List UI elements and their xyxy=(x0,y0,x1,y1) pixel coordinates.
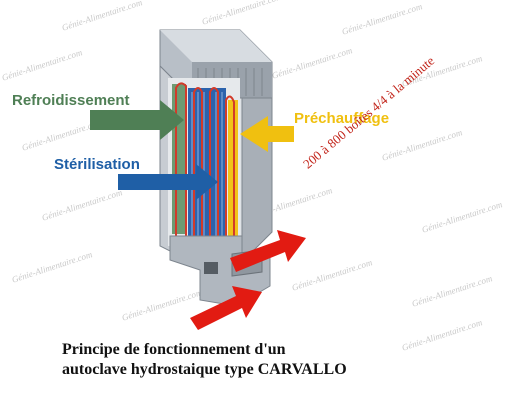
refroidissement-arrow xyxy=(90,100,184,140)
cooling-column xyxy=(172,84,186,234)
sterilisation-label: Stérilisation xyxy=(54,156,140,173)
outlet-flow-arrow xyxy=(230,230,306,272)
caption-line-2: autoclave hydrostaique type CARVALLO xyxy=(62,361,347,378)
refroidissement-label: Refroidissement xyxy=(12,92,130,109)
autoclave-roof-top xyxy=(160,30,272,62)
prechauffage-arrow xyxy=(240,116,294,152)
diagram-caption: Principe de fonctionnement d'un autoclav… xyxy=(62,340,347,380)
caption-line-1: Principe de fonctionnement d'un xyxy=(62,341,286,358)
sterilisation-arrow xyxy=(118,164,218,200)
base-opening xyxy=(204,262,218,274)
prechauffage-label: Préchauffage xyxy=(294,110,390,127)
inlet-flow-arrow xyxy=(190,286,262,330)
